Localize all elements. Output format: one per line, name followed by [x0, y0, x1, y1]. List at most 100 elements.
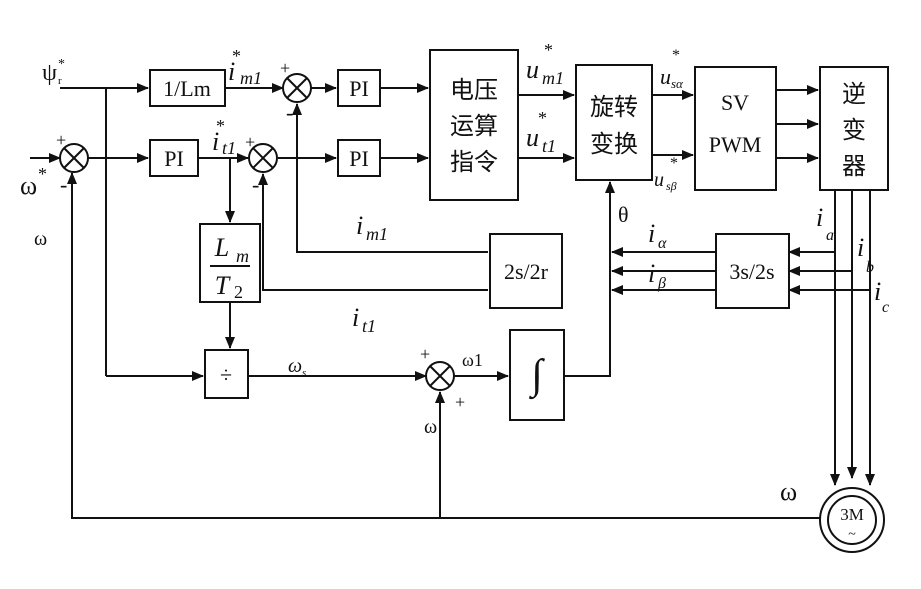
svg-text:3s/2s: 3s/2s	[729, 259, 774, 284]
svg-text:+: +	[56, 130, 66, 150]
svg-text:PI: PI	[164, 146, 184, 171]
label-omega-feedback-mid: ω	[424, 416, 437, 438]
label-i-beta: i β	[648, 259, 666, 292]
svg-text:b: b	[866, 259, 874, 276]
svg-text:ω: ω	[288, 355, 302, 377]
svg-text:PI: PI	[349, 146, 369, 171]
block-lm-over-t2: L m T 2	[199, 223, 261, 303]
label-psi-star: ψ r *	[42, 57, 65, 87]
block-divide: ÷	[204, 349, 249, 399]
svg-text:*: *	[216, 116, 225, 136]
svg-text:÷: ÷	[220, 362, 232, 387]
svg-text:*: *	[672, 47, 680, 64]
svg-text:SV: SV	[721, 90, 749, 115]
svg-text:i: i	[352, 303, 359, 332]
svg-text:*: *	[232, 46, 241, 66]
svg-text:电压: 电压	[450, 76, 498, 104]
label-i-t1-star: i t1 *	[212, 116, 236, 158]
svg-text:+: +	[245, 132, 255, 152]
svg-text:sα: sα	[671, 76, 684, 91]
svg-text:变换: 变换	[590, 130, 638, 158]
block-inv-lm: 1/Lm	[149, 69, 226, 107]
svg-text:i: i	[228, 57, 235, 86]
svg-text:ω: ω	[20, 171, 37, 200]
svg-text:u: u	[526, 55, 539, 84]
block-integrator: ∫	[509, 329, 565, 421]
label-theta: θ	[618, 202, 629, 227]
it1-feedback	[258, 173, 488, 291]
svg-text:+: +	[420, 344, 430, 364]
svg-text:*: *	[38, 164, 47, 184]
svg-text:-: -	[252, 172, 259, 197]
im1-feedback	[292, 103, 488, 253]
svg-text:m1: m1	[240, 68, 262, 88]
motor-3m: 3M ~	[819, 487, 885, 553]
block-pi-torque: PI	[337, 139, 381, 177]
svg-text:*: *	[670, 155, 678, 172]
svg-text:PWM: PWM	[709, 132, 762, 157]
svg-text:运算: 运算	[450, 112, 498, 140]
svg-text:sβ: sβ	[666, 179, 677, 193]
label-u-t1-star: u t1 *	[526, 108, 556, 156]
label-i-alpha: i α	[648, 219, 667, 252]
label-omega-s: ω s	[288, 355, 306, 379]
svg-text:3M: 3M	[840, 505, 864, 524]
svg-text:*: *	[544, 40, 553, 60]
svg-text:r: r	[58, 75, 62, 87]
svg-text:i: i	[356, 211, 363, 240]
svg-text:t1: t1	[222, 138, 236, 158]
svg-text:指令: 指令	[450, 148, 498, 176]
svg-text:i: i	[816, 203, 823, 232]
svg-text:i: i	[874, 277, 881, 306]
block-svpwm: SV PWM	[694, 66, 777, 191]
block-rotation-transform: 旋转 变换	[575, 64, 653, 181]
connections	[30, 83, 875, 519]
block-3s-2s: 3s/2s	[715, 233, 790, 309]
svg-text:变: 变	[842, 116, 866, 144]
svg-text:*: *	[58, 57, 65, 72]
label-i-a: i a	[816, 203, 834, 244]
svg-text:u: u	[654, 169, 664, 191]
svg-text:i: i	[857, 233, 864, 262]
label-u-s-alpha: u sα *	[660, 47, 684, 91]
label-i-b: i b	[857, 233, 874, 276]
label-omega-motor: ω	[780, 477, 797, 506]
signs: + - + - + - + +	[56, 58, 465, 412]
svg-text:2s/2r: 2s/2r	[504, 259, 549, 284]
sum-junction-torque	[248, 143, 278, 173]
svg-text:2: 2	[234, 282, 243, 302]
block-pi-flux: PI	[337, 69, 381, 107]
svg-text:t1: t1	[362, 316, 376, 336]
label-i-t1: i t1	[352, 303, 376, 336]
svg-text:a: a	[826, 227, 834, 244]
svg-text:u: u	[526, 123, 539, 152]
svg-text:t1: t1	[542, 136, 556, 156]
sum-junction-flux	[282, 73, 312, 103]
svg-text:α: α	[658, 235, 667, 252]
svg-text:s: s	[302, 367, 306, 379]
svg-text:m1: m1	[542, 68, 564, 88]
svg-text:ψ: ψ	[42, 60, 57, 86]
sum-junction-speed	[59, 143, 89, 173]
block-2s-2r: 2s/2r	[489, 233, 563, 309]
svg-text:m1: m1	[366, 224, 388, 244]
label-i-m1-star: i m1 *	[228, 46, 262, 88]
theta-to-rotation	[564, 181, 615, 377]
svg-text:PI: PI	[349, 76, 369, 101]
svg-text:-: -	[60, 172, 67, 197]
svg-text:T: T	[215, 271, 231, 300]
svg-text:L: L	[214, 233, 229, 262]
sum-junction-omega1	[425, 361, 455, 391]
svg-text:旋转: 旋转	[590, 93, 638, 121]
svg-text:逆: 逆	[842, 80, 866, 108]
label-i-m1: i m1	[356, 211, 388, 244]
label-omega1: ω1	[462, 350, 483, 370]
svg-text:~: ~	[848, 527, 856, 542]
omega-feedback-left	[67, 172, 826, 519]
label-u-s-beta: u sβ *	[654, 155, 678, 193]
block-pi-speed: PI	[149, 139, 199, 177]
svg-text:∫: ∫	[528, 352, 545, 400]
label-omega-feedback-left: ω	[34, 228, 47, 250]
